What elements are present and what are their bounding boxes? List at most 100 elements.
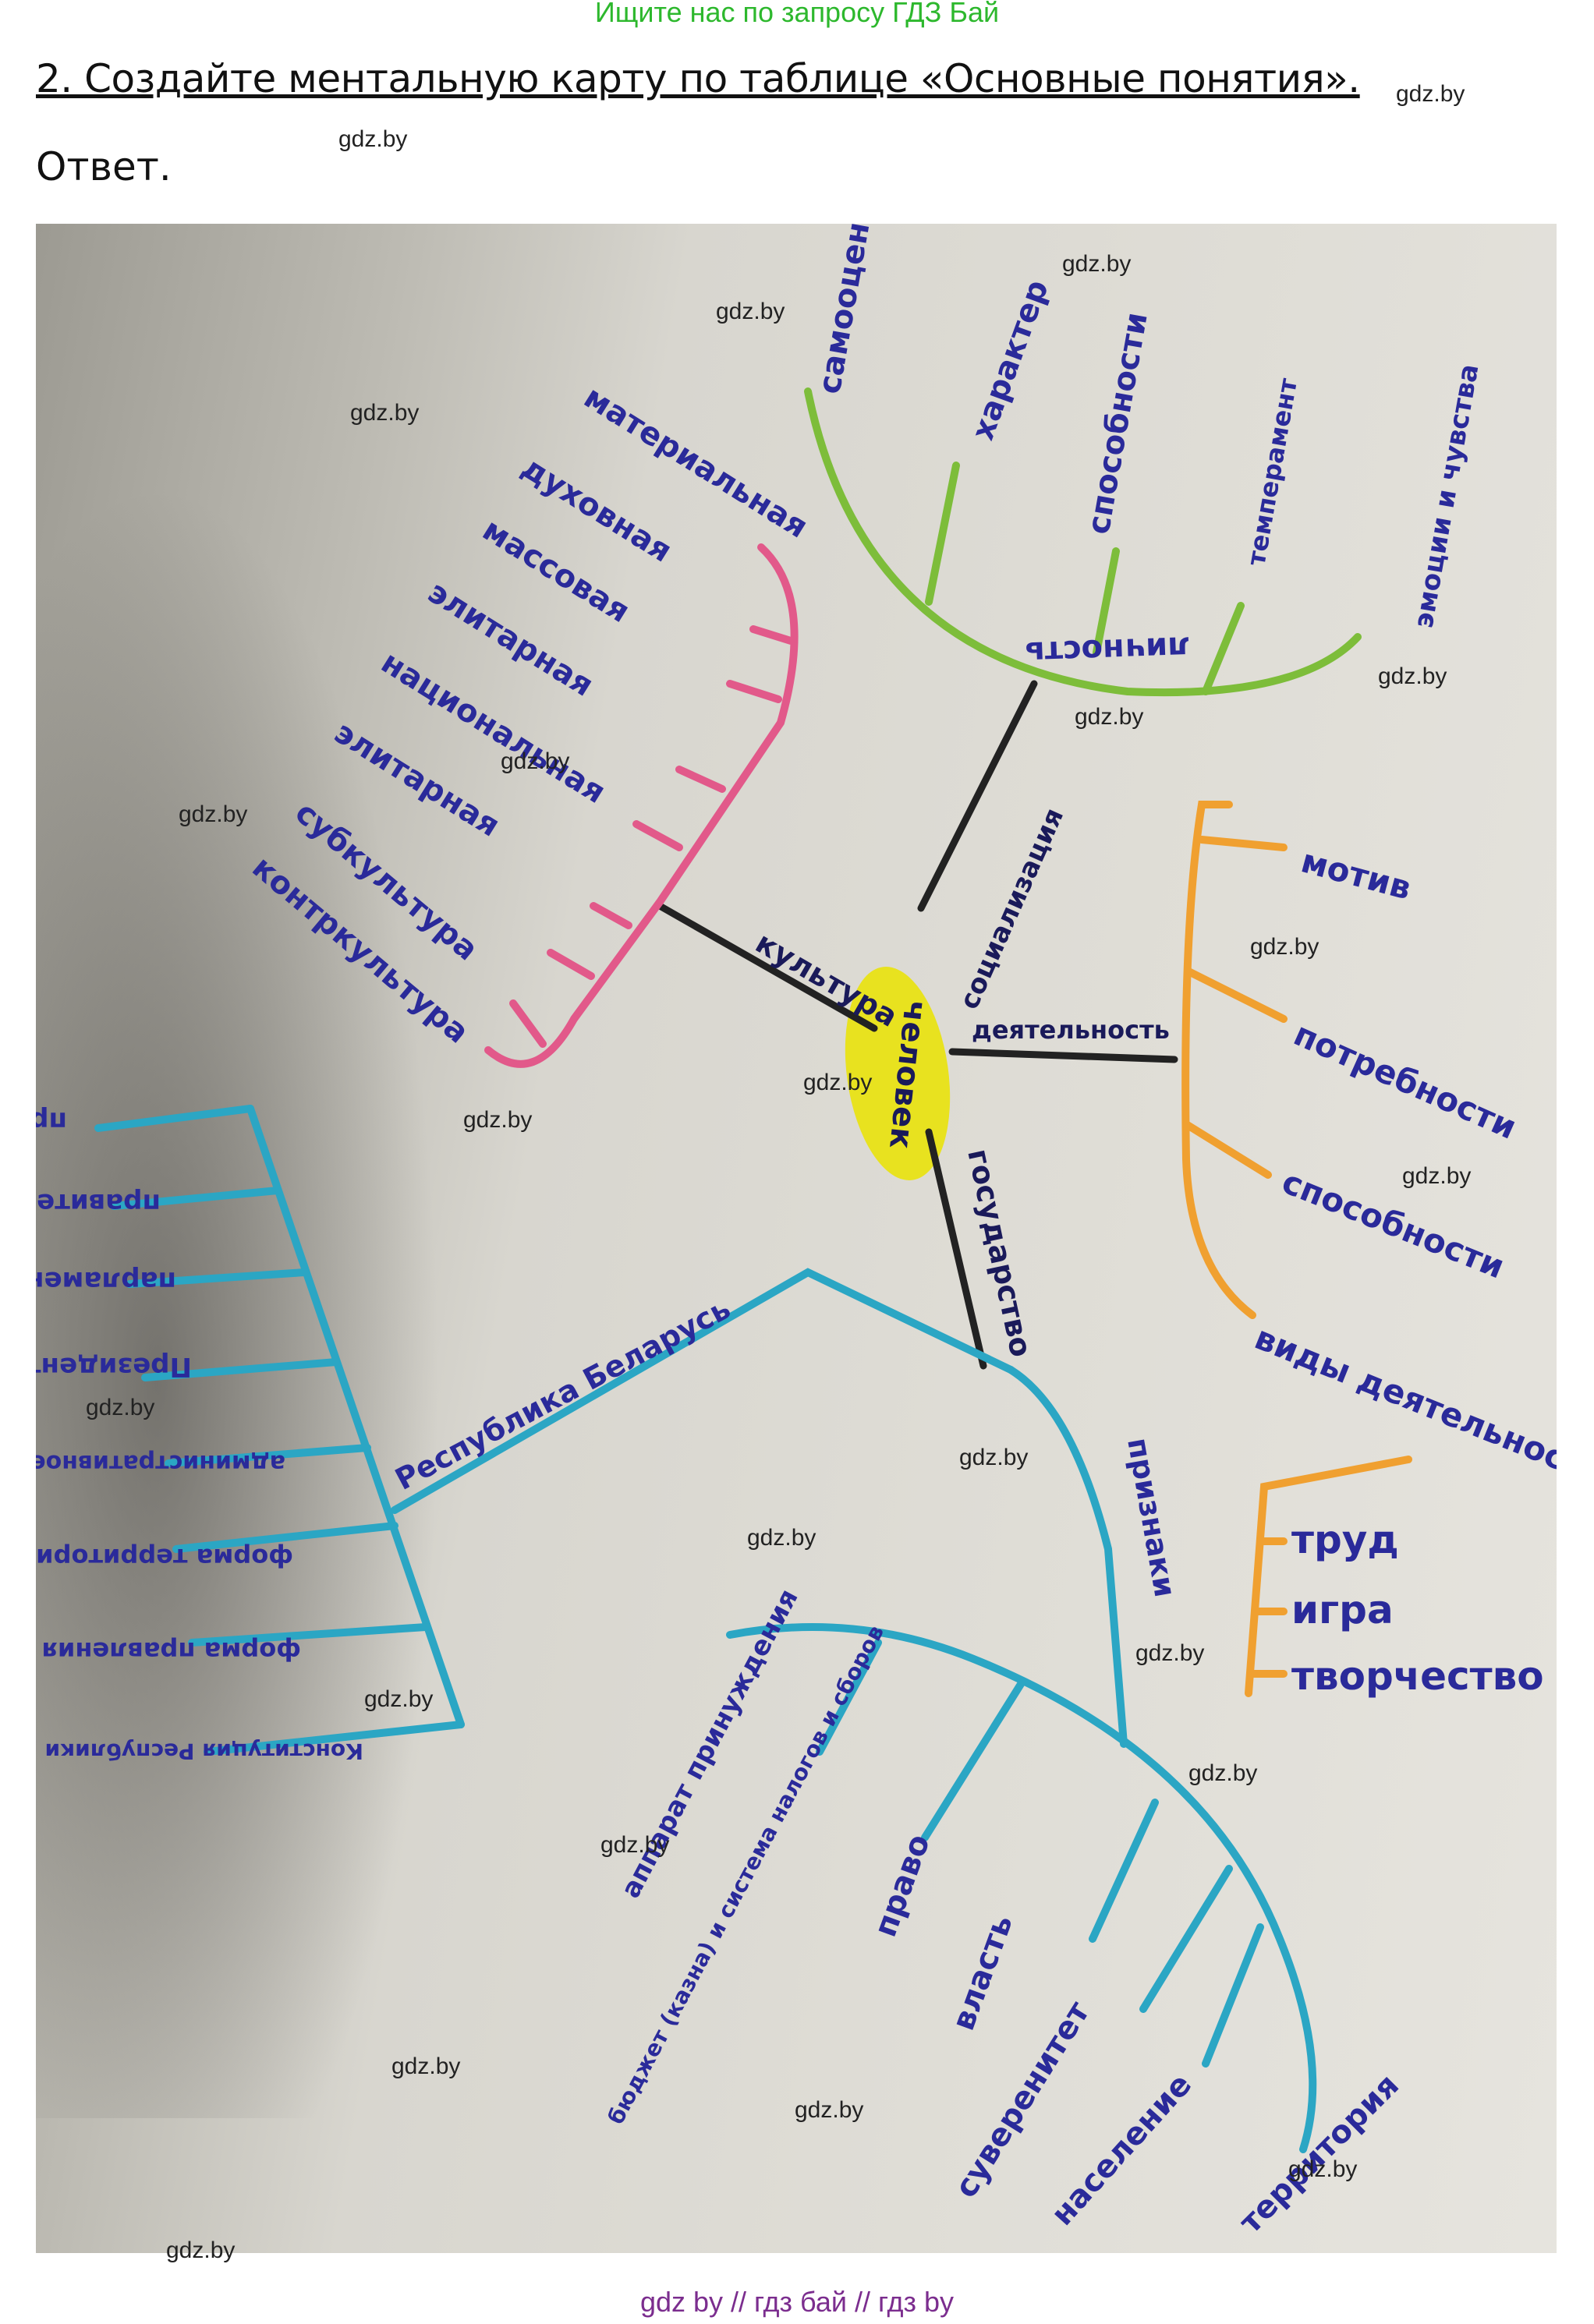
activity-sub-stem	[1245, 1456, 1412, 1697]
activity-item: виды деятельности	[1249, 1318, 1557, 1494]
republic-tick	[110, 1187, 282, 1210]
signs-item: территория	[1233, 2068, 1406, 2241]
socialization-item: характер	[965, 275, 1056, 444]
photo-shadow	[36, 481, 441, 2118]
activity-sub-item: творчество	[1291, 1654, 1544, 1699]
republic-tick	[172, 1522, 398, 1553]
watermark: gdz.by	[1250, 934, 1319, 960]
culture-tick	[675, 766, 726, 793]
socialization-arc	[804, 387, 1362, 697]
republic-label: Республика Беларусь	[390, 1291, 736, 1497]
watermark: gdz.by	[747, 1525, 816, 1551]
republic-item: форма правления	[41, 1636, 301, 1666]
signs-item: население	[1044, 2067, 1199, 2233]
signs-tick	[1202, 1923, 1264, 2068]
republic-item: Конституция Республики Беларусь	[36, 1739, 363, 1764]
activity-stem	[1181, 801, 1256, 1319]
watermark: gdz.by	[600, 1832, 670, 1858]
republic-tick	[188, 1623, 430, 1647]
watermark: gdz.by	[1288, 2156, 1358, 2182]
center-node	[845, 967, 951, 1180]
watermark: gdz.by	[803, 1070, 873, 1095]
republic-item: парламент	[36, 1265, 176, 1296]
watermark: gdz.by	[959, 1445, 1029, 1470]
watermark: gdz.by	[1062, 251, 1132, 277]
watermark: gdz.by	[1135, 1640, 1205, 1666]
signs-label: признаки	[1121, 1435, 1182, 1600]
task-title: 2. Создайте ментальную карту по таблице …	[36, 56, 1360, 101]
signs-item: власть	[945, 1910, 1020, 2035]
watermark: gdz.by	[338, 126, 408, 152]
watermark: gdz.by	[1188, 1760, 1258, 1786]
signs-tick	[921, 1678, 1026, 1841]
culture-tick	[509, 999, 547, 1048]
socialization-item: эмоции и чувства	[1408, 362, 1485, 631]
watermark: gdz.by	[501, 748, 570, 774]
activity-item: способности	[1277, 1162, 1510, 1286]
republic-tick	[204, 1721, 465, 1756]
mindmap-drawing: человек культура социализация деятельнос…	[36, 224, 1557, 2241]
republic-item: форма территории	[36, 1543, 293, 1572]
signs-arc	[726, 1623, 1317, 2153]
activity-tick	[1186, 968, 1288, 1023]
culture-tick	[547, 949, 595, 980]
signs-tick	[1139, 1865, 1233, 2013]
watermark: gdz.by	[391, 2053, 461, 2079]
footer-links[interactable]: gdz by // гдз бай // гдз by	[639, 2286, 955, 2318]
socialization-branch-label: социализация	[954, 804, 1071, 1014]
watermark: gdz.by	[1402, 1163, 1472, 1189]
watermark: gdz.by	[463, 1107, 533, 1133]
activity-tick	[1198, 836, 1288, 851]
culture-tick	[726, 680, 782, 703]
watermark: gdz.by	[364, 1686, 434, 1712]
activity-branch	[1181, 801, 1412, 1697]
signs-tick	[816, 1639, 882, 1756]
connector-activity	[948, 1048, 1178, 1063]
signs-line	[1007, 1366, 1128, 1748]
watermark: gdz.by	[86, 1395, 155, 1420]
republic-item: права и свободы	[36, 1105, 67, 1137]
watermark: gdz.by	[1075, 704, 1144, 730]
republic-line	[391, 1268, 1015, 1514]
socialization-item: темперамент	[1241, 376, 1303, 568]
connector-culture	[656, 902, 878, 1032]
watermark: gdz.by	[1396, 81, 1465, 107]
activity-sub-item: труд	[1291, 1517, 1399, 1562]
activity-branch-label: деятельность	[972, 1015, 1170, 1045]
activity-sub-item: игра	[1291, 1587, 1394, 1632]
culture-branch	[484, 543, 799, 1068]
socialization-tick	[925, 462, 960, 606]
culture-tick	[632, 820, 683, 851]
culture-items: материальная духовная массовая элитарная…	[246, 379, 814, 1050]
answer-label: Ответ.	[36, 144, 172, 189]
watermark: gdz.by	[1378, 663, 1447, 689]
activity-items: мотив потребности способности виды деяте…	[1249, 841, 1557, 1699]
republic-item: Президент	[36, 1351, 192, 1382]
watermark: gdz.by	[179, 801, 248, 827]
signs-tick	[1089, 1799, 1159, 1943]
watermark: gdz.by	[350, 400, 420, 426]
activity-item: мотив	[1297, 841, 1415, 907]
socialization-item: самооценка	[812, 224, 884, 397]
socialization-item: способности	[1081, 310, 1155, 537]
republic-tick	[141, 1358, 340, 1381]
search-banner[interactable]: Ищите нас по запросу ГДЗ Бай	[594, 0, 1000, 28]
connector-socialization	[917, 680, 1038, 912]
activity-item: потребности	[1288, 1014, 1522, 1146]
connectors	[656, 680, 1178, 1370]
republic-item: правительство	[36, 1187, 161, 1219]
socialization-tick	[1093, 547, 1120, 656]
socialization-tick	[1202, 602, 1245, 695]
culture-tick	[590, 902, 632, 929]
activity-tick	[1182, 1120, 1272, 1179]
republic-tick	[94, 1105, 254, 1132]
culture-stem	[484, 543, 799, 1068]
state-branch	[94, 1105, 1317, 2153]
watermark: gdz.by	[716, 299, 785, 324]
socialization-branch	[804, 387, 1362, 697]
connector-state	[925, 1128, 987, 1370]
republic-item: административное устройство	[36, 1449, 285, 1477]
watermark: gdz.by	[166, 2237, 236, 2263]
republic-tick	[126, 1268, 309, 1288]
mindmap-photo: человек культура социализация деятельнос…	[36, 224, 1557, 2253]
